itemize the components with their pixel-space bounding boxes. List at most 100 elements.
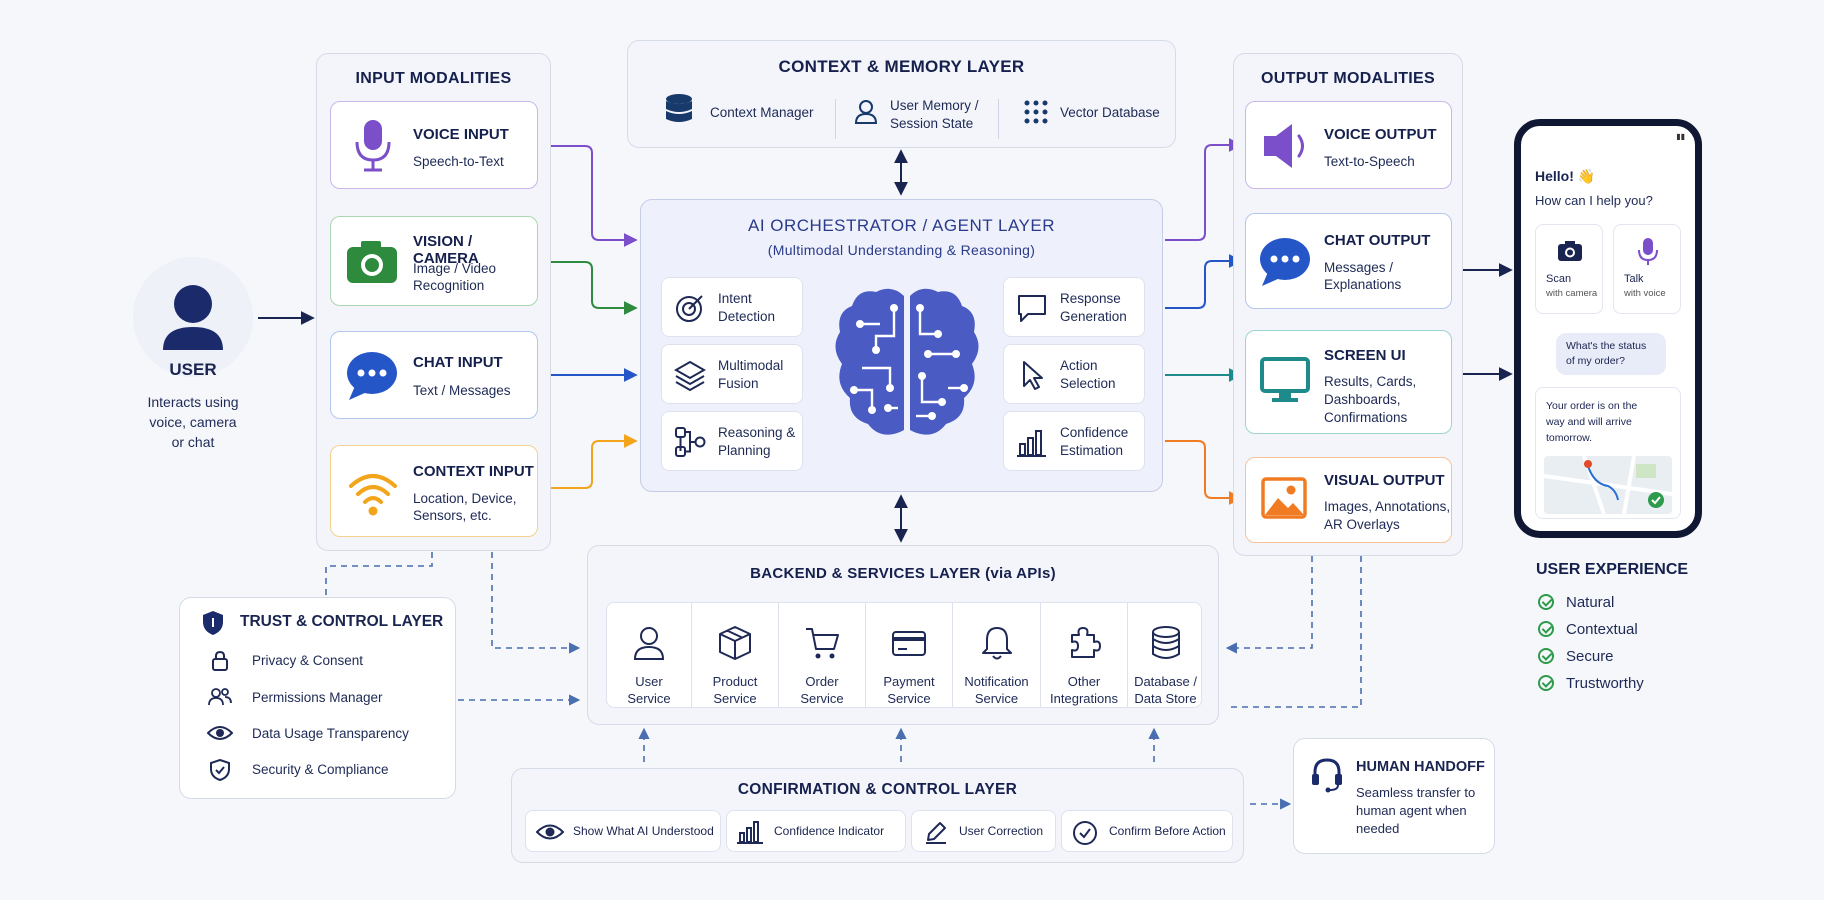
credit-card-icon — [892, 631, 926, 656]
context-input-card[interactable]: CONTEXT INPUT Location, Device,Sensors, … — [330, 445, 538, 537]
database-icon — [1151, 626, 1180, 659]
microphone-icon — [1638, 238, 1658, 265]
confidence-estimation-label: Confidence Estimation — [1060, 425, 1129, 458]
grid-dots-icon — [1024, 100, 1048, 124]
product-service[interactable]: Product Service — [692, 603, 779, 707]
chat-output-card[interactable]: CHAT OUTPUT Messages /Explanations — [1245, 213, 1452, 309]
trust-control-panel: TRUST & CONTROL LAYER Privacy & Consent … — [179, 597, 456, 799]
user-experience-title: USER EXPERIENCE — [1536, 561, 1689, 578]
context-manager-label: Context Manager — [710, 105, 814, 120]
monitor-icon — [1260, 357, 1310, 402]
action-selection-card[interactable]: Action Selection — [1003, 344, 1145, 404]
chat-input-title: CHAT INPUT — [413, 354, 503, 371]
intent-detection-card[interactable]: Intent Detection — [661, 277, 803, 337]
context-memory-panel: CONTEXT & MEMORY LAYER Context Manager U… — [627, 40, 1176, 148]
phone-mockup: ▮▮ Hello! 👋 How can I help you? Scan wit… — [1514, 119, 1702, 538]
shield-icon — [203, 611, 223, 635]
scan-label: Scan — [1546, 273, 1572, 285]
input-modalities-title: INPUT MODALITIES — [355, 70, 512, 87]
flow-icon — [675, 427, 706, 457]
headset-icon — [1312, 758, 1342, 793]
show-understood-label: Show What AI Understood — [573, 824, 714, 838]
map-preview — [1544, 456, 1672, 514]
context-input-sub: Location, Device,Sensors, etc. — [413, 491, 517, 523]
trust-title: TRUST & CONTROL LAYER — [240, 613, 444, 630]
target-icon — [676, 295, 703, 322]
user-memory-label: User Memory / Session State — [890, 98, 979, 131]
user-correction-label: User Correction — [959, 824, 1044, 838]
notification-service[interactable]: Notification Service — [953, 603, 1041, 707]
check-circle-icon — [1538, 594, 1554, 610]
scan-button[interactable]: Scan with camera — [1535, 224, 1603, 314]
ux-item: Contextual — [1538, 621, 1758, 638]
ai-orchestrator-panel: AI ORCHESTRATOR / AGENT LAYER (Multimoda… — [640, 199, 1163, 492]
bell-icon — [981, 627, 1012, 660]
response-generation-card[interactable]: Response Generation — [1003, 277, 1145, 337]
payment-service[interactable]: Payment Service — [866, 603, 953, 707]
check-circle-icon — [1538, 621, 1554, 637]
security-compliance: Security & Compliance — [252, 762, 389, 777]
confidence-indicator[interactable]: Confidence Indicator — [726, 810, 906, 852]
confirmation-control-panel: CONFIRMATION & CONTROL LAYER Show What A… — [511, 768, 1244, 863]
action-selection-label: Action Selection — [1060, 358, 1116, 391]
order-service[interactable]: Order Service — [779, 603, 866, 707]
bar-chart-icon — [1017, 430, 1046, 457]
permissions-manager: Permissions Manager — [252, 690, 383, 705]
backend-services-panel: BACKEND & SERVICES LAYER (via APIs) User… — [587, 545, 1219, 725]
wifi-icon — [349, 474, 397, 516]
user-avatar-circle — [133, 257, 253, 377]
multimodal-fusion-card[interactable]: Multimodal Fusion — [661, 344, 803, 404]
brain-icon — [835, 288, 979, 435]
cursor-icon — [1023, 361, 1043, 390]
user-message-bubble: What's the status of my order? — [1556, 333, 1666, 375]
data-usage-transparency: Data Usage Transparency — [252, 726, 409, 741]
database-store[interactable]: Database / Data Store — [1128, 603, 1203, 707]
ux-item: Natural — [1538, 594, 1758, 611]
talk-button[interactable]: Talk with voice — [1613, 224, 1681, 314]
visual-output-card[interactable]: VISUAL OUTPUT Images, Annotations,AR Ove… — [1245, 457, 1452, 543]
context-memory-title: CONTEXT & MEMORY LAYER — [778, 57, 1025, 76]
vector-database-label: Vector Database — [1060, 105, 1160, 120]
speaker-icon — [1264, 124, 1304, 168]
user-icon — [854, 100, 878, 124]
check-circle-icon — [1073, 821, 1097, 845]
map-route-icon — [1544, 456, 1672, 514]
confidence-estimation-card[interactable]: Confidence Estimation — [1003, 411, 1145, 471]
user-title: USER — [169, 360, 217, 379]
confidence-indicator-label: Confidence Indicator — [774, 824, 885, 838]
cart-icon — [806, 628, 839, 659]
orchestrator-title: AI ORCHESTRATOR / AGENT LAYER — [747, 216, 1056, 235]
screen-ui-title: SCREEN UI — [1324, 347, 1406, 364]
image-icon — [1261, 477, 1307, 519]
user-correction[interactable]: User Correction — [911, 810, 1056, 852]
other-integrations[interactable]: Other Integrations — [1041, 603, 1128, 707]
ux-item: Trustworthy — [1538, 675, 1758, 692]
voice-output-title: VOICE OUTPUT — [1324, 126, 1437, 143]
user-icon — [633, 627, 665, 660]
lock-icon — [212, 651, 228, 671]
puzzle-icon — [1071, 627, 1101, 658]
divider — [998, 99, 999, 139]
vision-camera-title: VISION / CAMERA — [413, 233, 479, 267]
reasoning-planning-label: Reasoning & Planning — [718, 425, 796, 458]
confirm-before-action[interactable]: Confirm Before Action — [1061, 810, 1233, 852]
phone-greeting: Hello! 👋 — [1535, 168, 1596, 184]
eye-icon — [207, 726, 233, 740]
multimodal-fusion-label: Multimodal Fusion — [718, 358, 784, 391]
voice-input-card[interactable]: VOICE INPUT Speech-to-Text — [330, 101, 538, 189]
microphone-icon — [355, 120, 391, 172]
chat-output-title: CHAT OUTPUT — [1324, 232, 1431, 249]
screen-ui-card[interactable]: SCREEN UI Results, Cards,Dashboards,Conf… — [1245, 330, 1452, 434]
chat-bubble-icon — [1260, 238, 1310, 286]
user-service[interactable]: User Service — [607, 603, 692, 707]
scan-sub: with camera — [1546, 288, 1598, 299]
user-icon — [163, 285, 223, 350]
bot-message-card: Your order is on the way and will arrive… — [1535, 387, 1681, 519]
chat-input-card[interactable]: CHAT INPUT Text / Messages — [330, 331, 538, 419]
reasoning-planning-card[interactable]: Reasoning & Planning — [661, 411, 803, 471]
bar-chart-icon — [737, 821, 763, 844]
voice-output-card[interactable]: VOICE OUTPUT Text-to-Speech — [1245, 101, 1452, 189]
show-what-ai-understood[interactable]: Show What AI Understood — [525, 810, 721, 852]
